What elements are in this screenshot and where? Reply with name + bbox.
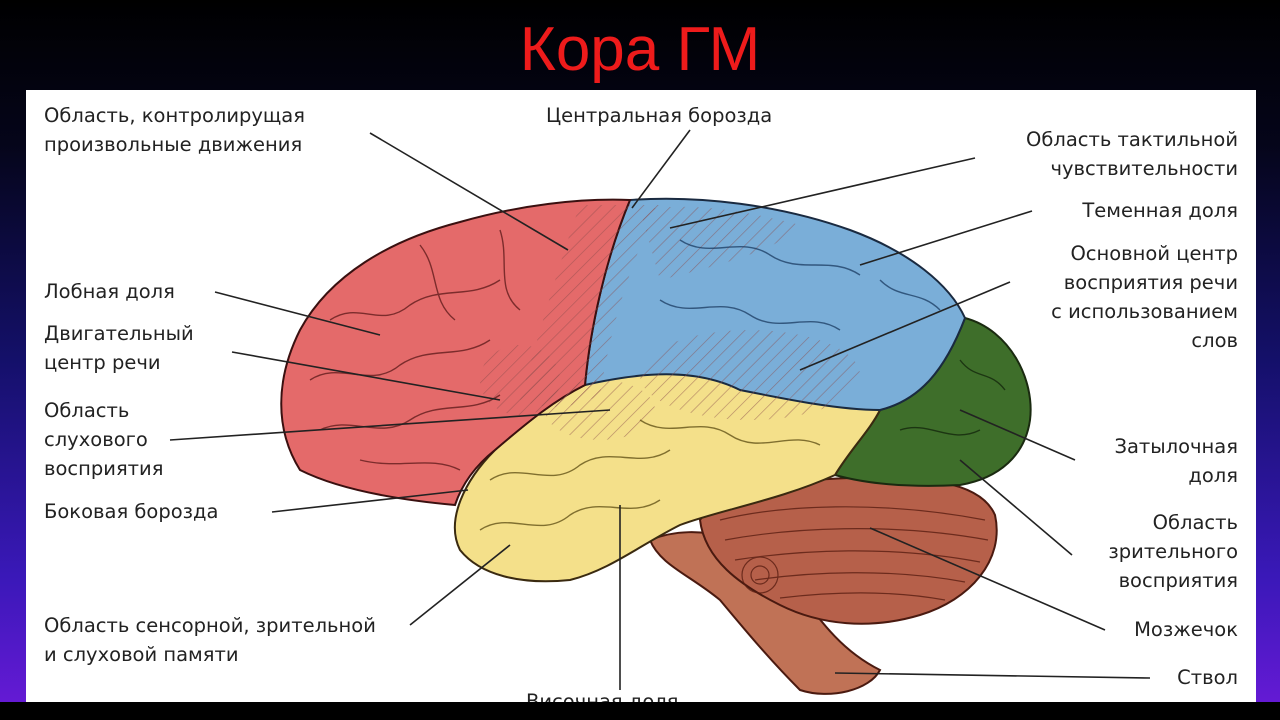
- label-cerebellum: Мозжечок: [1134, 618, 1238, 641]
- label-visual-perception: Область зрительного восприятия: [1108, 511, 1238, 592]
- label-speech-perception-center: Основной центр восприятия речи с использ…: [1051, 242, 1238, 352]
- label-parietal-lobe: Теменная доля: [1082, 199, 1238, 222]
- label-memory-area: Область сенсорной, зрительной и слуховой…: [44, 614, 376, 666]
- label-occipital-lobe: Затылочная доля: [1114, 435, 1238, 487]
- slide-title: Кора ГМ: [519, 15, 761, 84]
- label-voluntary-movement: Область, контролирущая произвольные движ…: [44, 104, 305, 156]
- label-tactile-sensitivity: Область тактильной чувствительности: [1026, 128, 1238, 180]
- label-brain-stem: Ствол: [1177, 666, 1238, 689]
- label-frontal-lobe: Лобная доля: [44, 280, 175, 303]
- label-central-sulcus: Центральная борозда: [546, 104, 773, 127]
- brain-illustration: [169, 129, 1151, 695]
- label-temporal-lobe: Височная доля: [526, 690, 679, 702]
- label-auditory-perception: Область слухового восприятия: [44, 399, 164, 480]
- label-motor-speech-center: Двигательный центр речи: [44, 322, 194, 374]
- bottom-bar: [0, 702, 1280, 720]
- brain-diagram-panel: Область, контролирущая произвольные движ…: [26, 90, 1256, 702]
- label-lateral-sulcus: Боковая борозда: [44, 500, 219, 523]
